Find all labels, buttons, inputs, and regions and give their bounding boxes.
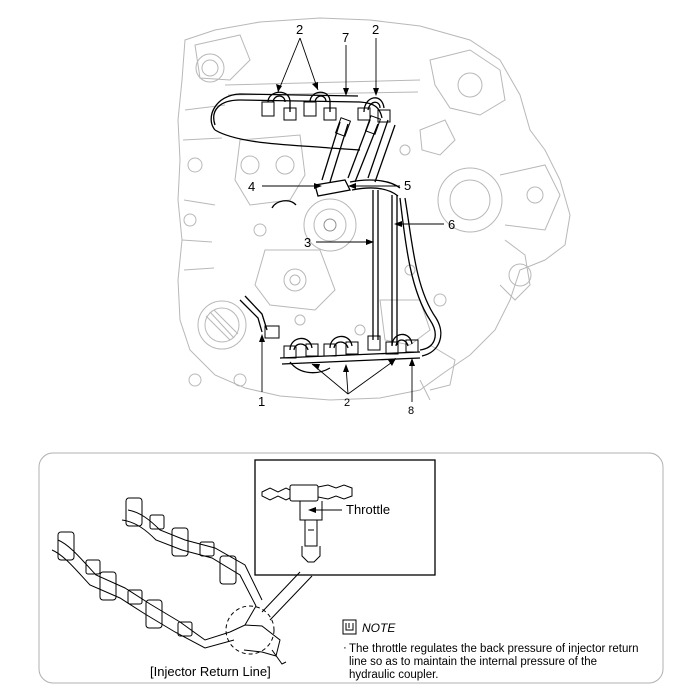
note-icon — [342, 619, 357, 635]
note-bullet: · — [343, 642, 347, 654]
note-title: NOTE — [362, 621, 396, 635]
callout-2-top-right: 2 — [372, 22, 379, 37]
engine-illustration — [177, 17, 571, 401]
throttle-label: Throttle — [346, 502, 390, 517]
callout-6: 6 — [448, 217, 455, 232]
assembly-caption: [Injector Return Line] — [150, 664, 271, 679]
callout-3: 3 — [304, 235, 311, 250]
callout-1: 1 — [258, 394, 265, 409]
throttle-inset-box — [254, 459, 436, 576]
return-line-hoses — [210, 91, 442, 374]
injector-return-line-assembly — [51, 497, 313, 665]
callout-8: 8 — [408, 405, 414, 417]
callout-7: 7 — [342, 30, 349, 45]
callout-2-top-left: 2 — [296, 22, 303, 37]
note-line-1: The throttle regulates the back pressure… — [349, 643, 639, 655]
note-line-2: line so as to maintain the internal pres… — [349, 656, 597, 668]
callout-2-bottom: 2 — [344, 397, 350, 409]
detail-panel — [38, 452, 664, 684]
callout-4: 4 — [248, 179, 255, 194]
callout-5: 5 — [404, 178, 411, 193]
leader-lines — [259, 37, 444, 402]
note-line-3: hydraulic coupler. — [349, 669, 439, 681]
throttle-fitting — [261, 484, 353, 563]
